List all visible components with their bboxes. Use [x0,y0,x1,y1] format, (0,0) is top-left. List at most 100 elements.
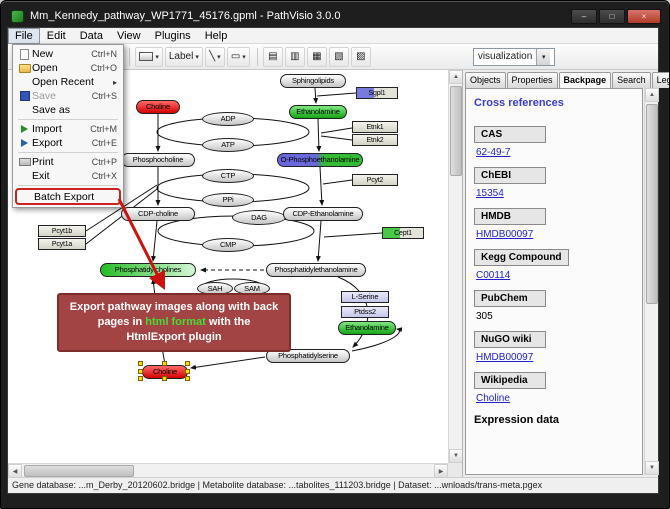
distribute-vertical-button[interactable]: ▧ [328,46,349,67]
new-file-icon [17,48,32,60]
selection-handle-icon[interactable] [185,361,190,366]
scroll-right-icon[interactable]: ▶ [434,464,448,477]
file-menu-import[interactable]: Import Ctrl+M [15,122,121,136]
node-cept1[interactable]: Cept1 [382,227,424,239]
scroll-left-icon[interactable]: ◀ [8,464,22,477]
node-pcyt1b[interactable]: Pcyt1b [38,225,86,237]
minimize-button[interactable]: – [571,8,597,24]
crossref-value-pubchem: 305 [476,311,493,322]
tab-objects[interactable]: Objects [465,72,506,88]
menu-data[interactable]: Data [79,29,103,42]
file-menu-open-recent[interactable]: Open Recent ▸ [32,76,117,88]
file-menu-open[interactable]: Open Ctrl+O [15,61,121,75]
crossref-link-chebi[interactable]: 15354 [476,188,504,199]
panel-scroll-thumb[interactable] [646,104,658,304]
scroll-up-icon[interactable]: ▲ [449,70,462,84]
datanode-tool-dropdown[interactable]: ▾ [135,46,163,67]
align-horizontal-button[interactable]: ▤ [262,46,283,67]
file-menu-new[interactable]: New Ctrl+N [15,47,121,61]
open-folder-icon [17,63,32,73]
file-menu: New Ctrl+N Open Ctrl+O Open Recent ▸ Sav… [12,44,124,208]
file-menu-export[interactable]: Export Ctrl+E [15,136,121,150]
canvas-horizontal-scrollbar[interactable]: ◀ ▶ [8,463,448,477]
file-menu-save[interactable]: Save Ctrl+S [15,89,121,103]
shape-tool-dropdown[interactable]: ▭▾ [226,46,250,67]
file-menu-exit[interactable]: Exit Ctrl+X [32,170,117,182]
crossref-header-chebi: ChEBI [474,167,546,184]
align-vertical-button[interactable]: ▥ [284,46,305,67]
distribute-horizontal-button[interactable]: ▦ [306,46,327,67]
chevron-down-icon: ▾ [536,48,551,65]
node-cmp[interactable]: CMP [202,238,254,252]
file-menu-save-as[interactable]: Save as [32,104,70,116]
file-menu-print[interactable]: Print Ctrl+P [15,155,121,169]
menu-edit[interactable]: Edit [46,29,66,42]
import-icon [17,125,32,133]
panel-vertical-scrollbar[interactable]: ▲ ▼ [644,88,659,475]
tab-properties[interactable]: Properties [506,72,558,88]
selection-handle-icon[interactable] [138,361,143,366]
menu-view[interactable]: View [116,29,141,42]
selection-handle-icon[interactable] [138,376,143,381]
selection-handle-icon[interactable] [162,376,167,381]
node-sgpl1[interactable]: Sgpl1 [356,87,398,99]
crossref-link-wikipedia[interactable]: Choline [476,393,510,404]
maximize-button[interactable]: □ [599,8,625,24]
stack-button[interactable]: ▨ [350,46,371,67]
node-cdp-ethanolamine[interactable]: CDP-Ethanolamine [283,207,363,221]
node-etnk1[interactable]: Etnk1 [352,121,398,133]
tab-backpage[interactable]: Backpage [558,72,612,88]
crossref-header-wikipedia: Wikipedia [474,372,546,389]
canvas-vertical-scrollbar[interactable]: ▲ ▼ [448,70,462,463]
node-pcyt1a[interactable]: Pcyt1a [38,238,86,250]
crossref-link-nugo[interactable]: HMDB00097 [476,352,534,363]
node-sphingolipids[interactable]: Sphingolipids [280,74,346,88]
node-phosphocholine[interactable]: Phosphocholine [121,153,195,167]
selection-handle-icon[interactable] [138,369,143,374]
crossref-link-cas[interactable]: 62-49-7 [476,147,511,158]
selection-handle-icon[interactable] [185,376,190,381]
node-etnk2[interactable]: Etnk2 [352,134,398,146]
node-ctp[interactable]: CTP [202,169,254,183]
node-ptdss2[interactable]: Ptdss2 [341,306,389,318]
node-ppi[interactable]: PPi [202,193,254,207]
crossref-link-kegg[interactable]: C00114 [476,270,511,281]
scroll-down-icon[interactable]: ▼ [449,449,462,463]
chevron-down-icon: ▾ [217,53,221,61]
scrollbar-corner [448,463,462,477]
submenu-arrow-icon: ▸ [112,77,117,87]
scroll-down-icon[interactable]: ▼ [645,461,659,475]
scroll-up-icon[interactable]: ▲ [645,88,659,102]
line-tool-dropdown[interactable]: ╲▾ [204,46,225,67]
horizontal-scroll-thumb[interactable] [24,465,134,477]
label-tool-text: Label [168,51,194,62]
crossref-title: Cross references [474,97,564,109]
menu-plugins[interactable]: Plugins [154,29,191,42]
file-menu-batch-export[interactable]: Batch Export [15,188,121,205]
vertical-scroll-thumb[interactable] [450,86,462,176]
crossref-link-hmdb[interactable]: HMDB00097 [476,229,534,240]
node-cdp-choline[interactable]: CDP-choline [121,207,195,221]
node-phosphatidylethanolamine[interactable]: Phosphatidylethanolamine [266,263,366,277]
menu-help[interactable]: Help [204,29,228,42]
node-dag[interactable]: DAG [232,210,286,225]
node-pcyt2[interactable]: Pcyt2 [352,174,398,186]
menu-file[interactable]: File [8,27,40,44]
node-o-phosphoethanolamine[interactable]: O-Phosphoethanolamine [277,153,363,167]
visualization-select[interactable]: visualization ▾ [472,47,555,66]
node-choline-top[interactable]: Choline [136,100,180,114]
close-button[interactable]: × [627,8,661,24]
tab-search[interactable]: Search [612,72,651,88]
node-adp[interactable]: ADP [202,112,254,126]
selection-handle-icon[interactable] [162,361,167,366]
node-l-serine[interactable]: L-Serine [341,291,389,303]
app-icon [11,9,24,23]
tab-legend[interactable]: Legend [651,72,669,88]
node-phosphatidylcholines[interactable]: Phosphatidylcholines [100,263,196,277]
node-ethanolamine-top[interactable]: Ethanolamine [289,105,347,119]
selection-handle-icon[interactable] [185,369,190,374]
node-atp[interactable]: ATP [202,138,254,152]
node-phosphatidylserine[interactable]: Phosphatidylserine [266,349,350,363]
node-ethanolamine-2[interactable]: Ethanolamine [338,321,396,335]
label-tool-dropdown[interactable]: Label▾ [164,46,203,67]
